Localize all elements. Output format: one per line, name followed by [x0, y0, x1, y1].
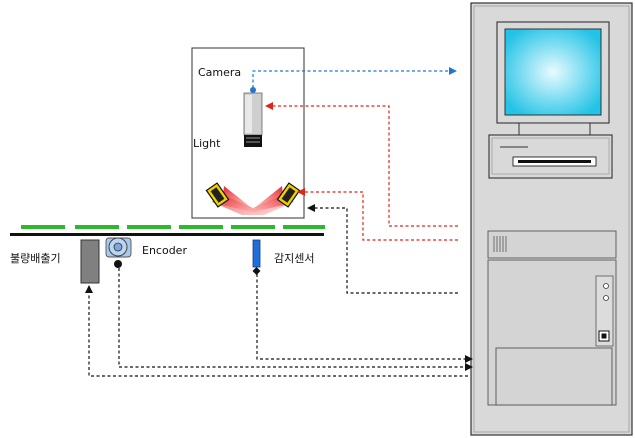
- sensor-icon: [252, 239, 261, 275]
- light-icon: [205, 182, 301, 215]
- light-label: Light: [193, 137, 221, 150]
- light-control-line: [297, 188, 458, 241]
- camera-trigger-line: [265, 102, 458, 227]
- ejector-device: [80, 239, 100, 284]
- monitor: [496, 21, 610, 136]
- encoder-label: Encoder: [142, 244, 187, 257]
- conveyor-rail: [10, 233, 324, 236]
- drive-bay: [487, 230, 617, 259]
- lower-panel: [495, 347, 613, 406]
- desktop-unit: [488, 134, 613, 179]
- front-panel-strip: [595, 275, 614, 347]
- sensor-signal-line: [256, 274, 473, 363]
- vent-slots: [493, 236, 507, 252]
- conveyor: [10, 225, 325, 236]
- camera-icon: [243, 92, 263, 147]
- camera-port: [250, 87, 256, 93]
- ejector-label: 불량배출기: [10, 252, 61, 265]
- monitor-stand: [518, 122, 591, 136]
- conveyor-belt-segments: [21, 225, 325, 229]
- camera-label: Camera: [198, 66, 241, 79]
- camera-signal-line: [252, 67, 457, 88]
- sensor-label: 감지센서: [274, 252, 314, 265]
- monitor-screen: [504, 28, 602, 116]
- housing-control-line: [307, 204, 458, 294]
- led-indicator: [603, 283, 609, 289]
- encoder-signal-line: [118, 268, 473, 371]
- led-indicator: [603, 295, 609, 301]
- power-button-icon: [598, 330, 610, 342]
- encoder-icon: [105, 237, 132, 268]
- ejector-control-line: [85, 285, 468, 377]
